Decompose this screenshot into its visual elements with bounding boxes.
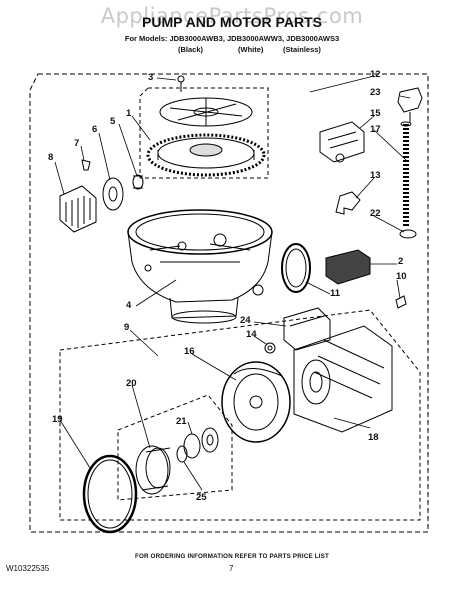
part-17-hose <box>400 121 412 226</box>
ordering-note: FOR ORDERING INFORMATION REFER TO PARTS … <box>135 553 329 560</box>
watermark: AppliancePartsPros.com <box>100 4 364 28</box>
part-1-cover <box>159 97 253 127</box>
outer-dashed-frame <box>29 73 429 533</box>
part-13-clip <box>335 191 361 215</box>
callout-3: 3 <box>148 72 154 83</box>
part-14-nut <box>264 342 276 354</box>
callout-9: 9 <box>124 322 130 333</box>
part-19-o-ring <box>82 454 138 534</box>
part-15-valve <box>319 121 365 163</box>
callout-22: 22 <box>370 208 381 219</box>
part-25-washer <box>176 445 188 463</box>
part-10-screw <box>395 295 407 309</box>
callout-10: 10 <box>396 271 407 282</box>
callout-4: 4 <box>126 300 132 311</box>
callout-15: 15 <box>370 108 381 119</box>
callout-1: 1 <box>126 108 132 119</box>
callout-13: 13 <box>370 170 381 181</box>
part-6-disc <box>102 177 124 211</box>
part-3-screw <box>177 75 185 92</box>
callout-5: 5 <box>110 116 116 127</box>
callout-24: 24 <box>240 315 251 326</box>
part-1-filter-ring <box>146 133 266 177</box>
impeller-group-dashed-frame <box>117 394 233 501</box>
part-8-bracket <box>59 185 97 233</box>
filter-dashed-frame <box>139 87 269 179</box>
part-23-connector <box>397 87 423 122</box>
part-7-screw <box>81 159 91 171</box>
callout-12: 12 <box>370 69 381 80</box>
part-22-clamp <box>399 229 417 239</box>
callout-23: 23 <box>370 87 381 98</box>
document-number: W10322535 <box>6 564 50 573</box>
variant-white: (White) <box>238 45 264 54</box>
leader-lines <box>54 75 411 491</box>
part-16-pump-housing <box>221 361 291 443</box>
motor-group-dashed-frame <box>59 309 421 521</box>
callout-11: 11 <box>330 288 341 299</box>
callout-2: 2 <box>398 256 404 267</box>
callout-7: 7 <box>74 138 80 149</box>
part-2-cover <box>325 249 371 285</box>
callout-14: 14 <box>246 329 257 340</box>
page-number: 7 <box>229 564 234 573</box>
callout-25: 25 <box>196 492 207 503</box>
callout-21: 21 <box>176 416 187 427</box>
models-line: For Models: JDB3000AWB3, JDB3000AWW3, JD… <box>124 34 340 43</box>
part-11-gasket <box>281 243 311 293</box>
callout-20: 20 <box>126 378 137 389</box>
part-5-clip <box>132 174 144 190</box>
callout-18: 18 <box>368 432 379 443</box>
part-24-component <box>283 307 331 351</box>
variant-stainless: (Stainless) <box>283 45 321 54</box>
page-title: PUMP AND MOTOR PARTS <box>142 14 322 30</box>
part-21-seal <box>183 427 219 459</box>
callout-19: 19 <box>52 414 63 425</box>
callout-8: 8 <box>48 152 54 163</box>
part-4-sump <box>127 209 273 324</box>
part-20-impeller <box>135 445 171 495</box>
part-18-motor <box>293 325 393 433</box>
variant-black: (Black) <box>178 45 204 54</box>
callout-6: 6 <box>92 124 98 135</box>
callout-17: 17 <box>370 124 381 135</box>
callout-16: 16 <box>184 346 195 357</box>
